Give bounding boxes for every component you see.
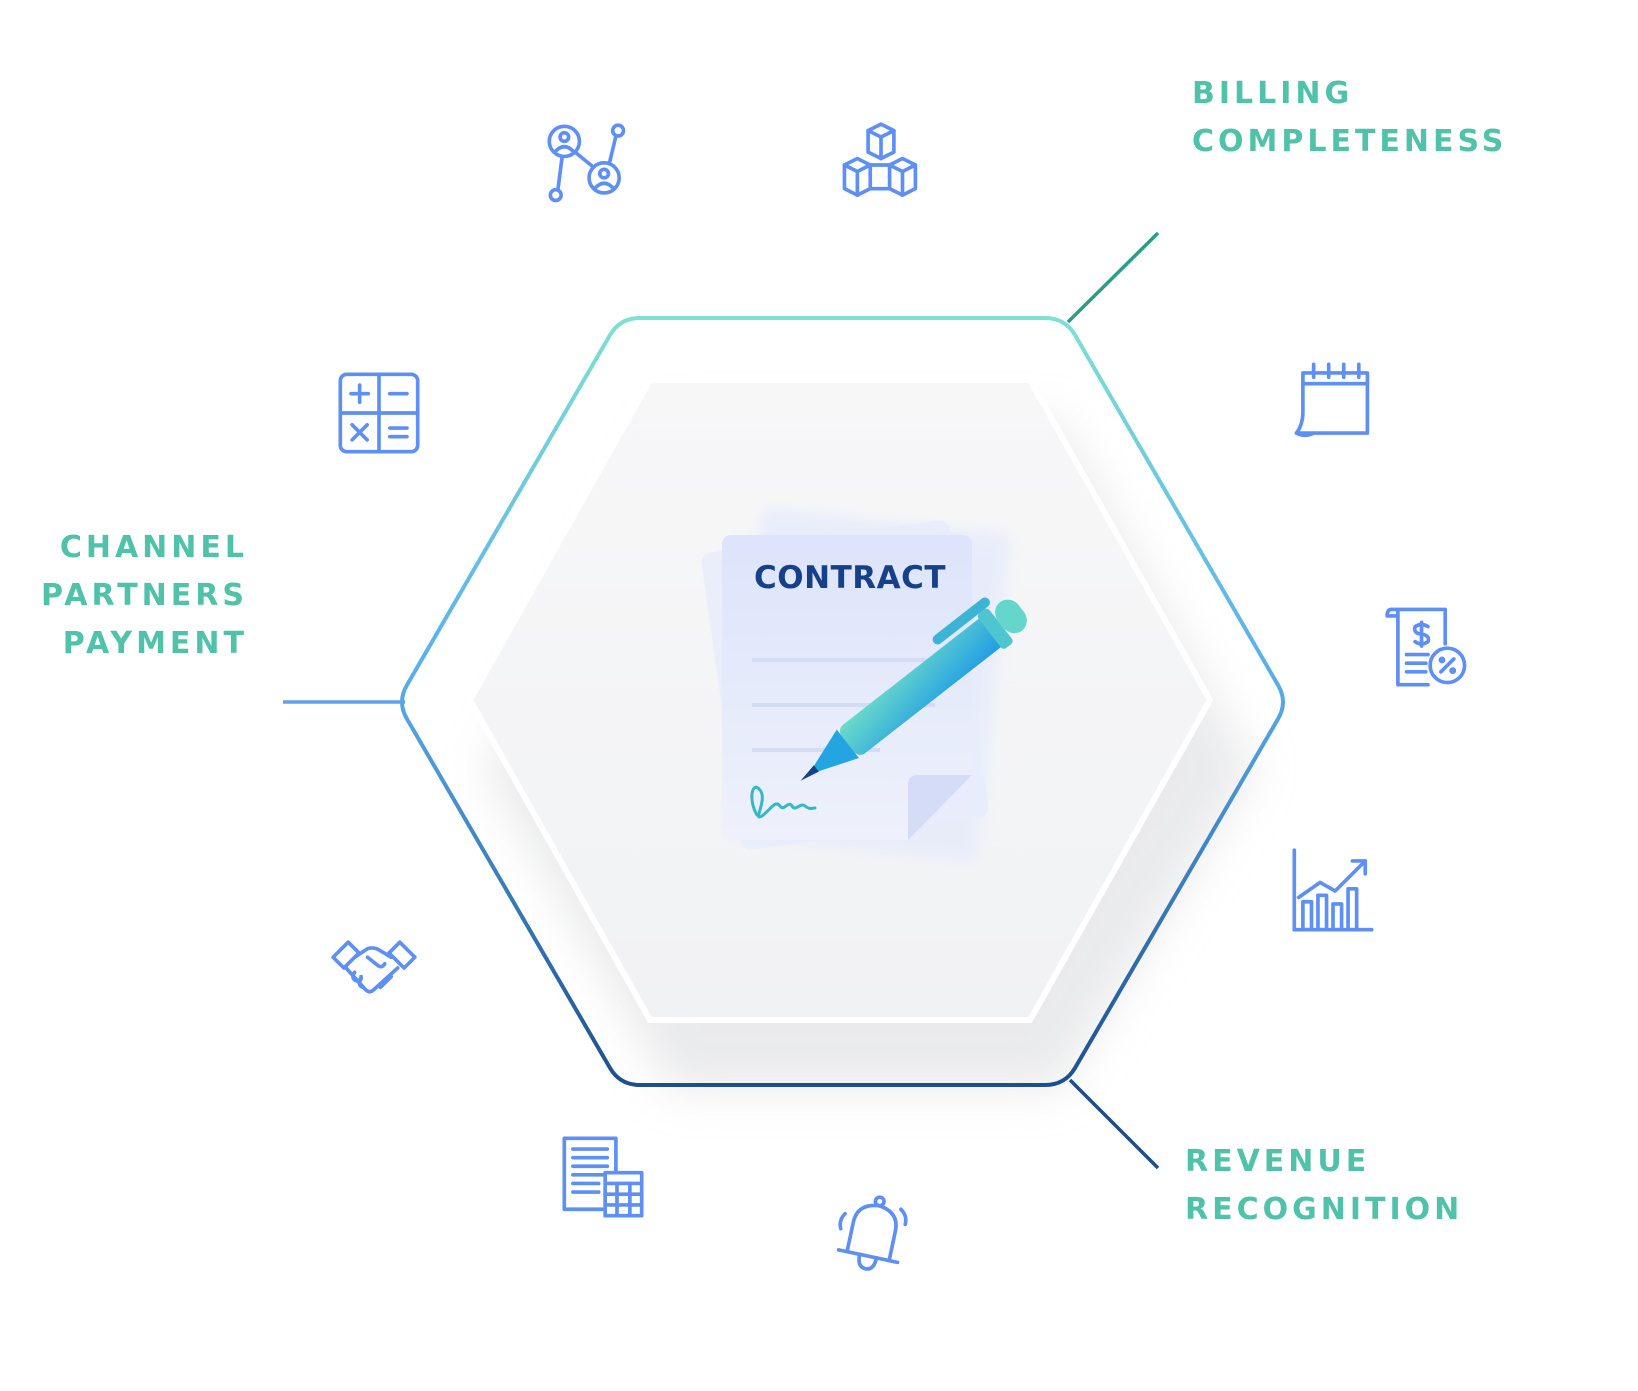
handshake-icon (331, 925, 417, 1011)
label-line: COMPLETENESS (1192, 124, 1508, 159)
contract-title: CONTRACT (754, 560, 946, 596)
invoice-discount-icon (1385, 603, 1471, 689)
label-line: PARTNERS (41, 578, 248, 613)
label-line: RECOGNITION (1185, 1192, 1464, 1227)
growth-chart-icon (1290, 848, 1376, 934)
accounting-document-icon (560, 1134, 646, 1220)
calculator-icon (336, 370, 422, 456)
label-line: REVENUE (1185, 1144, 1371, 1179)
label-billing-completeness: BILLING COMPLETENESS (1192, 70, 1507, 166)
label-channel-partners-payment: CHANNEL PARTNERS PAYMENT (41, 524, 248, 668)
label-line: PAYMENT (62, 626, 248, 661)
outer-hexagon (400, 316, 1285, 1087)
label-revenue-recognition: REVENUE RECOGNITION (1185, 1138, 1463, 1234)
label-line: BILLING (1192, 76, 1354, 111)
connector-revenue (1068, 1078, 1160, 1170)
connector-billing (1066, 231, 1160, 324)
contract-document (701, 508, 1011, 862)
network-icon (545, 122, 631, 208)
calendar-icon (1290, 360, 1376, 446)
bell-icon (830, 1190, 916, 1276)
pen-graphic (800, 597, 1027, 781)
label-line: CHANNEL (59, 530, 248, 565)
cubes-icon (838, 122, 924, 208)
